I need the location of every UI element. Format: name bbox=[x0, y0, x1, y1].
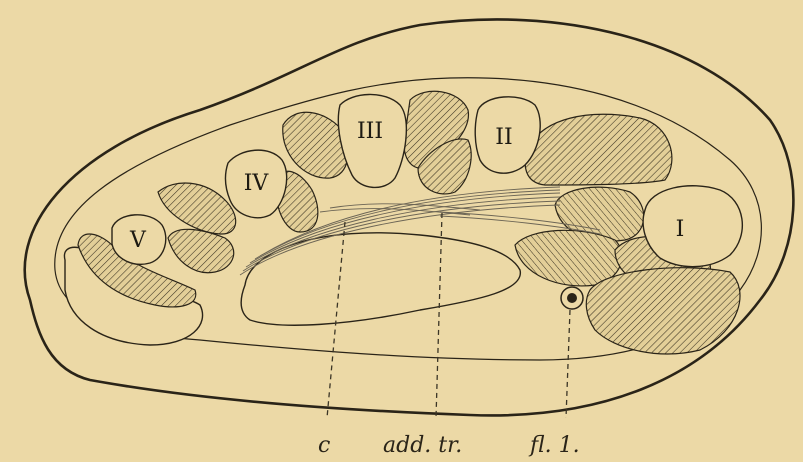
bone-label-i: I bbox=[676, 217, 685, 242]
bone-label-iv: IV bbox=[244, 171, 270, 196]
muscle-flexor-brevis bbox=[515, 230, 622, 286]
vessel-circle bbox=[561, 287, 583, 309]
caption-c: c bbox=[318, 433, 330, 458]
plantar-chamber bbox=[241, 233, 520, 325]
muscle-interosseous-iv bbox=[158, 183, 236, 234]
muscle-interosseous-v bbox=[168, 229, 234, 272]
bone-metatarsal-i bbox=[643, 186, 742, 267]
caption-fl1: fl. 1. bbox=[528, 433, 580, 458]
leader-line-fl1 bbox=[566, 310, 570, 418]
bone-label-v: V bbox=[129, 228, 147, 253]
bone-label-iii: III bbox=[357, 119, 383, 144]
bone-label-ii: II bbox=[495, 125, 512, 150]
muscle-abductor-hallucis bbox=[586, 268, 740, 354]
muscle-interosseous-i bbox=[525, 114, 672, 185]
caption-add-tr: add. tr. bbox=[383, 433, 462, 458]
